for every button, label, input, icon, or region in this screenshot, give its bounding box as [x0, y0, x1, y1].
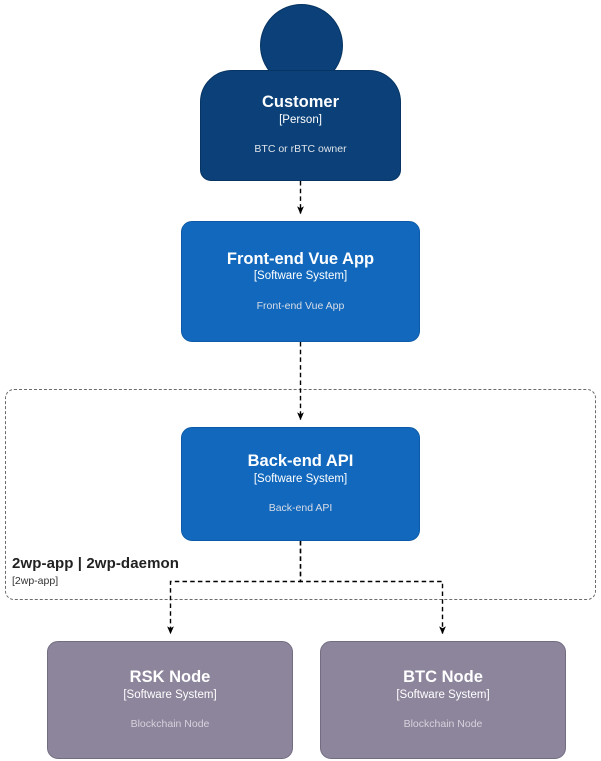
node-customer-subtitle: [Person] [279, 114, 322, 126]
node-backend-title: Back-end API [247, 452, 354, 470]
node-btc-subtitle: [Software System] [396, 688, 490, 701]
node-backend-subtitle: [Software System] [253, 472, 348, 485]
node-customer-description: BTC or rBTC owner [254, 143, 347, 155]
node-frontend-description: Front-end Vue App [256, 299, 345, 312]
node-btc-node[interactable]: BTC Node [Software System] Blockchain No… [320, 641, 566, 759]
node-frontend-title: Front-end Vue App [226, 249, 375, 268]
node-backend-api[interactable]: Back-end API [Software System] Back-end … [181, 427, 420, 541]
node-customer-title: Customer [261, 93, 339, 111]
node-btc-description: Blockchain Node [403, 718, 483, 731]
node-rsk-subtitle: [Software System] [123, 688, 217, 701]
node-rsk-description: Blockchain Node [130, 718, 210, 731]
node-btc-title: BTC Node [403, 668, 483, 686]
node-frontend-subtitle: [Software System] [253, 270, 348, 283]
node-customer[interactable]: Customer [Person] BTC or rBTC owner [200, 70, 401, 181]
node-frontend-vue-app[interactable]: Front-end Vue App [Software System] Fron… [181, 221, 420, 342]
node-backend-description: Back-end API [268, 502, 333, 515]
node-rsk-title: RSK Node [129, 668, 211, 686]
node-rsk-node[interactable]: RSK Node [Software System] Blockchain No… [47, 641, 293, 759]
boundary-sublabel: [2wp-app] [12, 575, 59, 587]
boundary-label: 2wp-app | 2wp-daemon [12, 555, 180, 572]
